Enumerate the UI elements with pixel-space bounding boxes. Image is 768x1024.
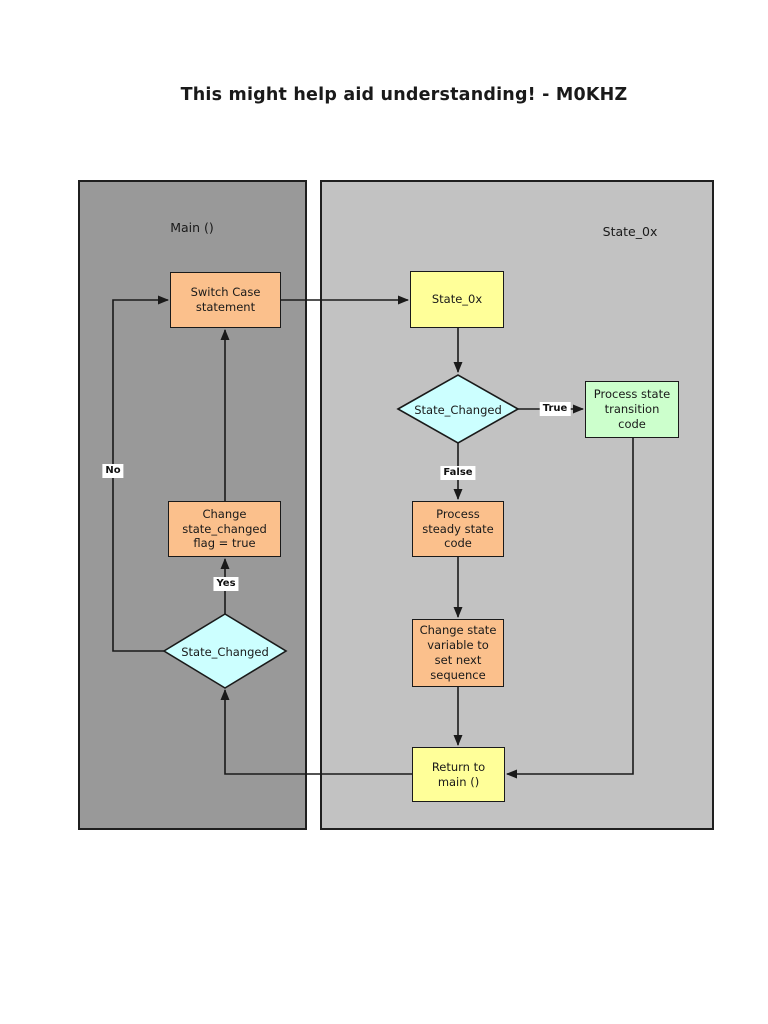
switch-case-statement-box: Switch Case statement: [170, 272, 281, 328]
page-title: This might help aid understanding! - M0K…: [180, 85, 628, 105]
process-steady-state-code-box: Process steady state code: [412, 501, 504, 557]
process-state-transition-code-box: Process state transition code: [585, 381, 679, 438]
edge-label-yes: Yes: [213, 577, 239, 591]
main-state-changed-label: State_Changed: [181, 645, 269, 659]
state-0x-panel: [320, 180, 714, 830]
state-panel-label: State_0x: [602, 224, 658, 239]
state-0x-box: State_0x: [410, 271, 504, 328]
change-state-variable-box: Change state variable to set next sequen…: [412, 619, 504, 687]
main-panel-label: Main (): [170, 220, 214, 235]
edge-label-true: True: [539, 402, 571, 416]
edge-label-false: False: [440, 466, 476, 480]
change-state-changed-flag-box: Change state_changed flag = true: [168, 501, 281, 557]
state-changed-label: State_Changed: [414, 403, 502, 417]
return-to-main-box: Return to main (): [412, 747, 505, 802]
edge-label-no: No: [102, 464, 124, 478]
